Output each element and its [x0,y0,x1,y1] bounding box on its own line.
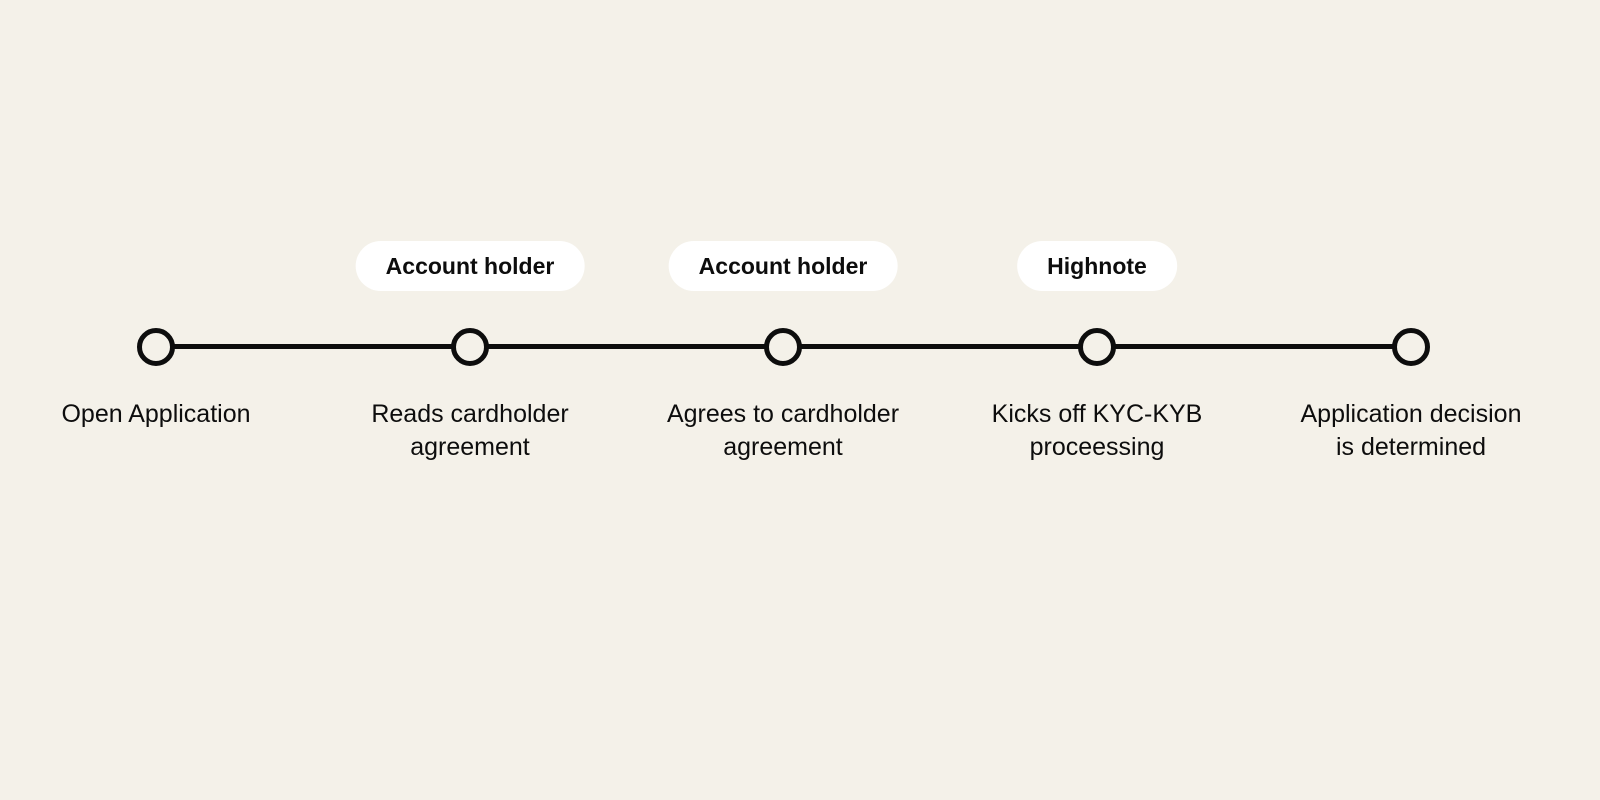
timeline-node-agrees-to-cardholder-agreement[interactable] [764,328,802,366]
timeline-node-application-decision-is-determined[interactable] [1392,328,1430,366]
timeline-actor-pill-reads-cardholder-agreement: Account holder [355,241,585,291]
timeline-actor-pill-agrees-to-cardholder-agreement: Account holder [668,241,898,291]
timeline-node-kicks-off-kyc-kyb-processing[interactable] [1078,328,1116,366]
timeline-caption-application-decision-is-determined: Application decision is determined [1300,400,1522,461]
timeline-node-open-application[interactable] [137,328,175,366]
timeline-caption-kicks-off-kyc-kyb-processing: Kicks off KYC-KYB proceessing [991,400,1203,461]
timeline-node-reads-cardholder-agreement[interactable] [451,328,489,366]
timeline-actor-pill-kicks-off-kyc-kyb-processing: Highnote [1017,241,1177,291]
timeline-caption-open-application: Open Application [61,400,251,428]
timeline-caption-agrees-to-cardholder-agreement: Agrees to cardholder agreement [666,400,900,461]
timeline-caption-reads-cardholder-agreement: Reads cardholder agreement [371,400,569,461]
